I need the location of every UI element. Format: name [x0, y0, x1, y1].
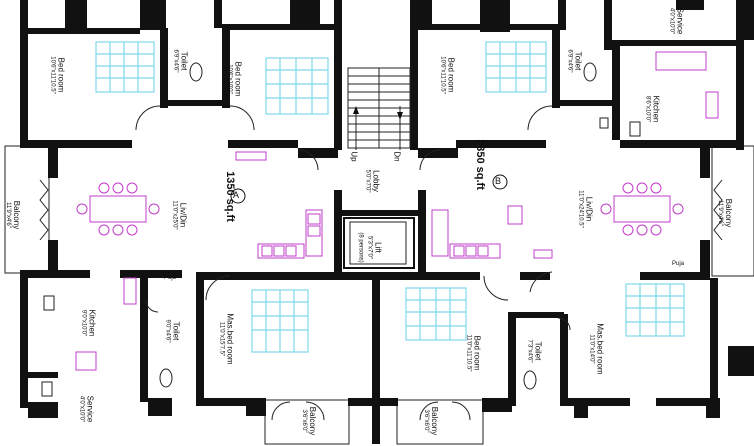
lift-shaft [343, 217, 415, 269]
puja-left-label: Puja [164, 275, 177, 281]
balcony-doors [39, 179, 723, 241]
stair-up-label: Up [349, 151, 359, 162]
bed-br [625, 283, 685, 337]
flat-b-marker [492, 174, 508, 190]
toilet-fixtures [41, 62, 641, 397]
dining-table-b [600, 182, 684, 236]
bed-tr [485, 41, 547, 93]
flat-b-area: 1350 sq.ft [473, 139, 486, 190]
bed-bl [251, 289, 309, 353]
balcony-bottom-2-outline [396, 399, 484, 445]
flat-a-letter: A [233, 190, 240, 200]
kitchen-fixtures [75, 51, 719, 371]
sofa-a [235, 151, 323, 259]
balcony-bottom-1-outline [264, 399, 350, 445]
puja-right-label: Puja [672, 261, 685, 267]
bed-tl1 [95, 41, 155, 93]
flat-a-marker [230, 188, 246, 204]
door-swings [135, 105, 571, 421]
bed-bc [405, 287, 467, 341]
staircase [347, 67, 411, 150]
flat-b-letter: B [495, 176, 502, 186]
dining-table-a [76, 182, 160, 236]
sofa-b [431, 205, 553, 259]
stair-down-label: Dn [392, 151, 402, 162]
bed-tl2 [265, 57, 329, 115]
